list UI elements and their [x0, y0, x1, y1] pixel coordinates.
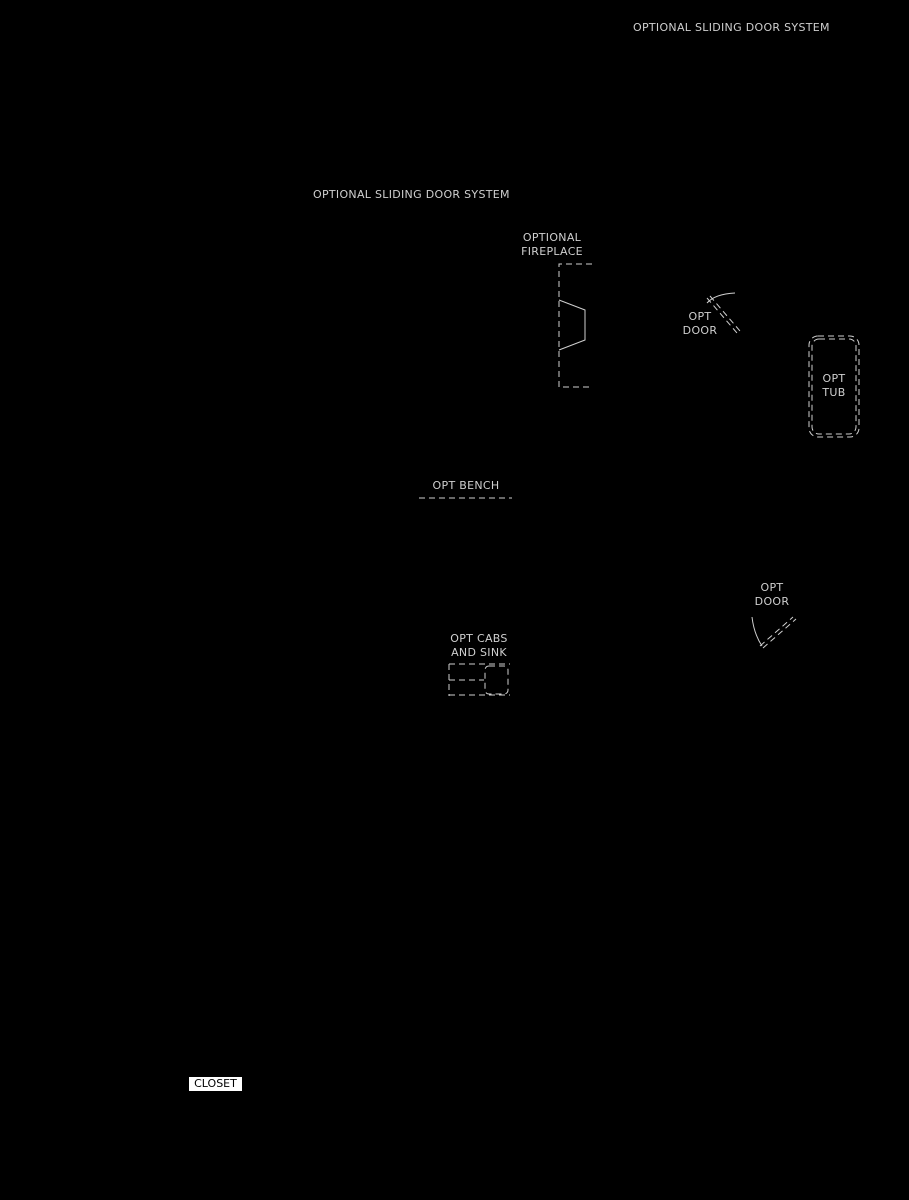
tub-outline [808, 335, 860, 438]
label-optional-fireplace: OPTIONAL FIREPLACE [521, 231, 583, 258]
cabinet-outline [448, 663, 510, 696]
fireplace-outline [558, 263, 592, 388]
label-opt-door-lower: OPT DOOR [754, 581, 790, 608]
label-opt-cabs-and-sink: OPT CABS AND SINK [450, 632, 508, 659]
sink-outline [484, 665, 509, 695]
label-sliding-door-top: OPTIONAL SLIDING DOOR SYSTEM [633, 21, 830, 34]
label-closet: CLOSET [189, 1077, 242, 1091]
fireplace-hearth [558, 299, 586, 351]
label-sliding-door-mid: OPTIONAL SLIDING DOOR SYSTEM [313, 188, 510, 201]
door-swing-upper [706, 292, 736, 304]
door-leaf-lower [759, 616, 794, 647]
label-opt-door-upper: OPT DOOR [682, 310, 718, 337]
door-swing-lower [751, 616, 763, 647]
door-leaf-upper [706, 297, 738, 334]
label-opt-bench: OPT BENCH [432, 479, 500, 492]
label-opt-tub: OPT TUB [822, 372, 846, 399]
